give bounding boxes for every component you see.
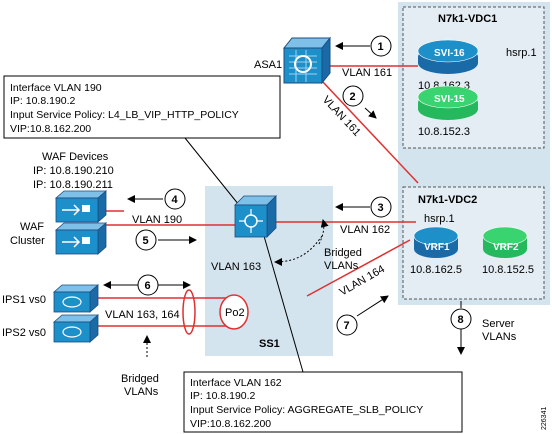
waf-title: WAF Devices: [42, 151, 109, 163]
arrow-2: [364, 107, 377, 119]
ips-vlans-label: VLAN 163, 164: [105, 309, 180, 321]
po2-bundle-right: [219, 294, 249, 330]
callout-bottom-line4: VIP:10.8.162.200: [190, 418, 271, 430]
step-1: 1: [378, 41, 384, 53]
ss1-vlan162: VLAN 162: [340, 224, 390, 236]
waf-device-2-icon: [54, 222, 108, 255]
server-vlans-line1: Server: [482, 318, 515, 330]
step-8: 8: [458, 314, 464, 326]
svi15-label: SVI-15: [434, 94, 465, 105]
step-5: 5: [143, 235, 149, 247]
ss1-label: SS1: [259, 338, 280, 350]
step-circles: 1 2 3 4 5 6 7 8: [135, 35, 472, 336]
ss1-vlan163: VLAN 163: [211, 261, 261, 273]
ips1-label: IPS1 vs0: [2, 294, 46, 306]
ss1-bridged-line1: Bridged: [324, 247, 362, 259]
vdc1-box: [402, 6, 545, 149]
ss1-bridged-pointer: [274, 235, 323, 266]
callout-bottom-leader: [263, 235, 304, 373]
ss1-bridged-line2: VLANs: [324, 260, 359, 272]
step-7: 7: [344, 320, 350, 332]
ss1-bridged-pointer-up: [318, 219, 329, 245]
step-6: 6: [145, 280, 151, 292]
waf-device-1-icon: [54, 190, 108, 223]
links: [95, 65, 419, 327]
callout-top-box: [3, 75, 281, 139]
callout-top-leader: [184, 137, 240, 206]
svi15-ip: 10.8.152.3: [418, 126, 470, 138]
callout-top-line1: Interface VLAN 190: [10, 82, 102, 94]
callout-bottom-line1: Interface VLAN 162: [190, 377, 282, 389]
ips-bridged-line1: Bridged: [121, 373, 159, 385]
vdc2-title: N7k1-VDC2: [418, 194, 477, 206]
vrf1-label: VRF1: [424, 242, 450, 253]
vrf2-router-icon: VRF2: [482, 226, 528, 258]
vdc1-title: N7k1-VDC1: [438, 13, 497, 25]
arrow-7: [356, 295, 389, 317]
asa-vlan161-label: VLAN 161: [342, 67, 392, 79]
waf-vlan190: VLAN 190: [132, 214, 182, 226]
ips1-device-icon: [52, 284, 100, 313]
step-2: 2: [350, 91, 356, 103]
vdc2-hsrp: hsrp.1: [424, 213, 455, 225]
callout-top-line2: IP: 10.8.190.2: [10, 95, 76, 107]
callout-bottom-box: [183, 371, 463, 433]
vrf1-router-icon: VRF1: [413, 226, 459, 258]
link-vlan164: [306, 239, 411, 297]
vrf2-ip: 10.8.152.5: [482, 264, 534, 276]
vdc1-hsrp: hsrp.1: [506, 47, 537, 59]
waf-cluster-line1: WAF: [20, 221, 44, 233]
svi16-label: SVI-16: [434, 48, 465, 59]
link-asa-vdc2: [321, 80, 419, 184]
callout-top-line3: Input Service Policy: L4_LB_VIP_HTTP_POL…: [10, 109, 239, 121]
step-4: 4: [172, 194, 179, 206]
server-vlans-line2: VLANs: [482, 331, 517, 343]
vrf2-label: VRF2: [493, 242, 519, 253]
step-3: 3: [378, 202, 384, 214]
ips2-device-icon: [52, 314, 100, 343]
ips2-label: IPS2 vs0: [2, 327, 46, 339]
ss1-load-balancer-icon: [234, 195, 277, 238]
svi16-router-icon: SVI-16: [417, 39, 479, 74]
callout-bottom-line2: IP: 10.8.190.2: [190, 390, 256, 402]
asa-firewall-icon: [282, 36, 332, 85]
waf-cluster-line2: Cluster: [10, 235, 45, 247]
callout-top-line4: VIP:10.8.162.200: [10, 123, 91, 135]
callout-bottom-line3: Input Service Policy: AGGREGATE_SLB_POLI…: [190, 404, 423, 416]
po2-label: Po2: [225, 307, 245, 319]
waf-ip2: IP: 10.8.190.211: [33, 179, 113, 191]
asa-label: ASA1: [254, 59, 282, 71]
figure-id: 226341: [541, 407, 548, 430]
po2-bundle-left: [182, 289, 196, 335]
ips-bridged-line2: VLANs: [124, 386, 159, 398]
vrf1-ip: 10.8.162.5: [410, 264, 462, 276]
waf-ip1: IP: 10.8.190.210: [33, 165, 114, 177]
svi15-router-icon: SVI-15: [417, 85, 479, 120]
